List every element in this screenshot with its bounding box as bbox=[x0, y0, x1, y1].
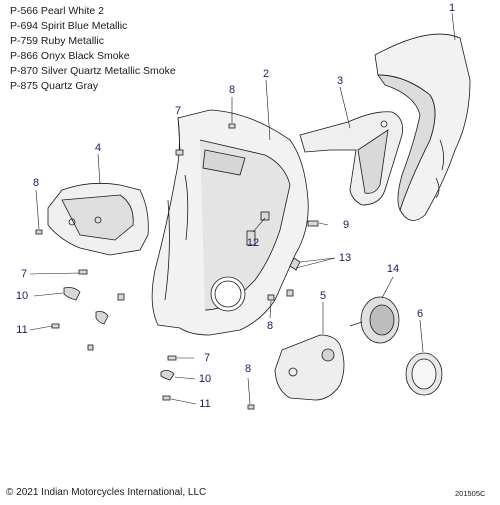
callout-2: 2 bbox=[262, 68, 270, 80]
part-4-side-cover bbox=[47, 182, 149, 256]
leader-lines bbox=[29, 12, 456, 405]
color-code-3: P-759 Ruby Metallic bbox=[10, 35, 104, 47]
part-1-outer-fairing bbox=[374, 33, 471, 221]
callout-8-middle: 8 bbox=[266, 320, 274, 332]
hardware bbox=[35, 123, 319, 410]
callout-5: 5 bbox=[319, 290, 327, 302]
callout-12: 12 bbox=[246, 237, 260, 249]
callout-7-upper: 7 bbox=[174, 105, 182, 117]
callout-8-bottom: 8 bbox=[244, 363, 252, 375]
document-number: 201505C bbox=[455, 489, 486, 498]
part-3-bracket bbox=[299, 111, 403, 206]
callout-11-left: 11 bbox=[16, 324, 28, 336]
callout-7-lower: 7 bbox=[203, 352, 211, 364]
callout-9: 9 bbox=[342, 219, 350, 231]
color-code-6: P-875 Quartz Gray bbox=[10, 80, 99, 92]
color-code-2: P-694 Spirit Blue Metallic bbox=[10, 20, 128, 32]
callout-7-left: 7 bbox=[20, 268, 28, 280]
part-6-lens-ring bbox=[405, 352, 443, 396]
callout-1: 1 bbox=[448, 2, 456, 14]
color-code-5: P-870 Silver Quartz Metallic Smoke bbox=[10, 65, 176, 77]
callout-14: 14 bbox=[386, 263, 400, 275]
callout-11-bottom: 11 bbox=[199, 398, 211, 410]
color-code-1: P-566 Pearl White 2 bbox=[10, 5, 104, 17]
callout-13: 13 bbox=[338, 252, 352, 264]
part-2-inner-fairing bbox=[151, 109, 309, 336]
callout-4: 4 bbox=[94, 142, 102, 154]
copyright-text: © 2021 Indian Motorcycles International,… bbox=[6, 487, 207, 498]
callout-8-top: 8 bbox=[228, 84, 236, 96]
callout-6: 6 bbox=[416, 308, 424, 320]
part-14-headlight bbox=[349, 296, 400, 344]
part-5-headlight-housing bbox=[274, 334, 345, 401]
color-code-list: P-566 Pearl White 2 P-694 Spirit Blue Me… bbox=[10, 4, 176, 94]
callout-3: 3 bbox=[336, 75, 344, 87]
callout-10-left: 10 bbox=[15, 290, 29, 302]
callout-10-bottom: 10 bbox=[198, 373, 212, 385]
color-code-4: P-866 Onyx Black Smoke bbox=[10, 50, 130, 62]
callout-8-left: 8 bbox=[32, 177, 40, 189]
